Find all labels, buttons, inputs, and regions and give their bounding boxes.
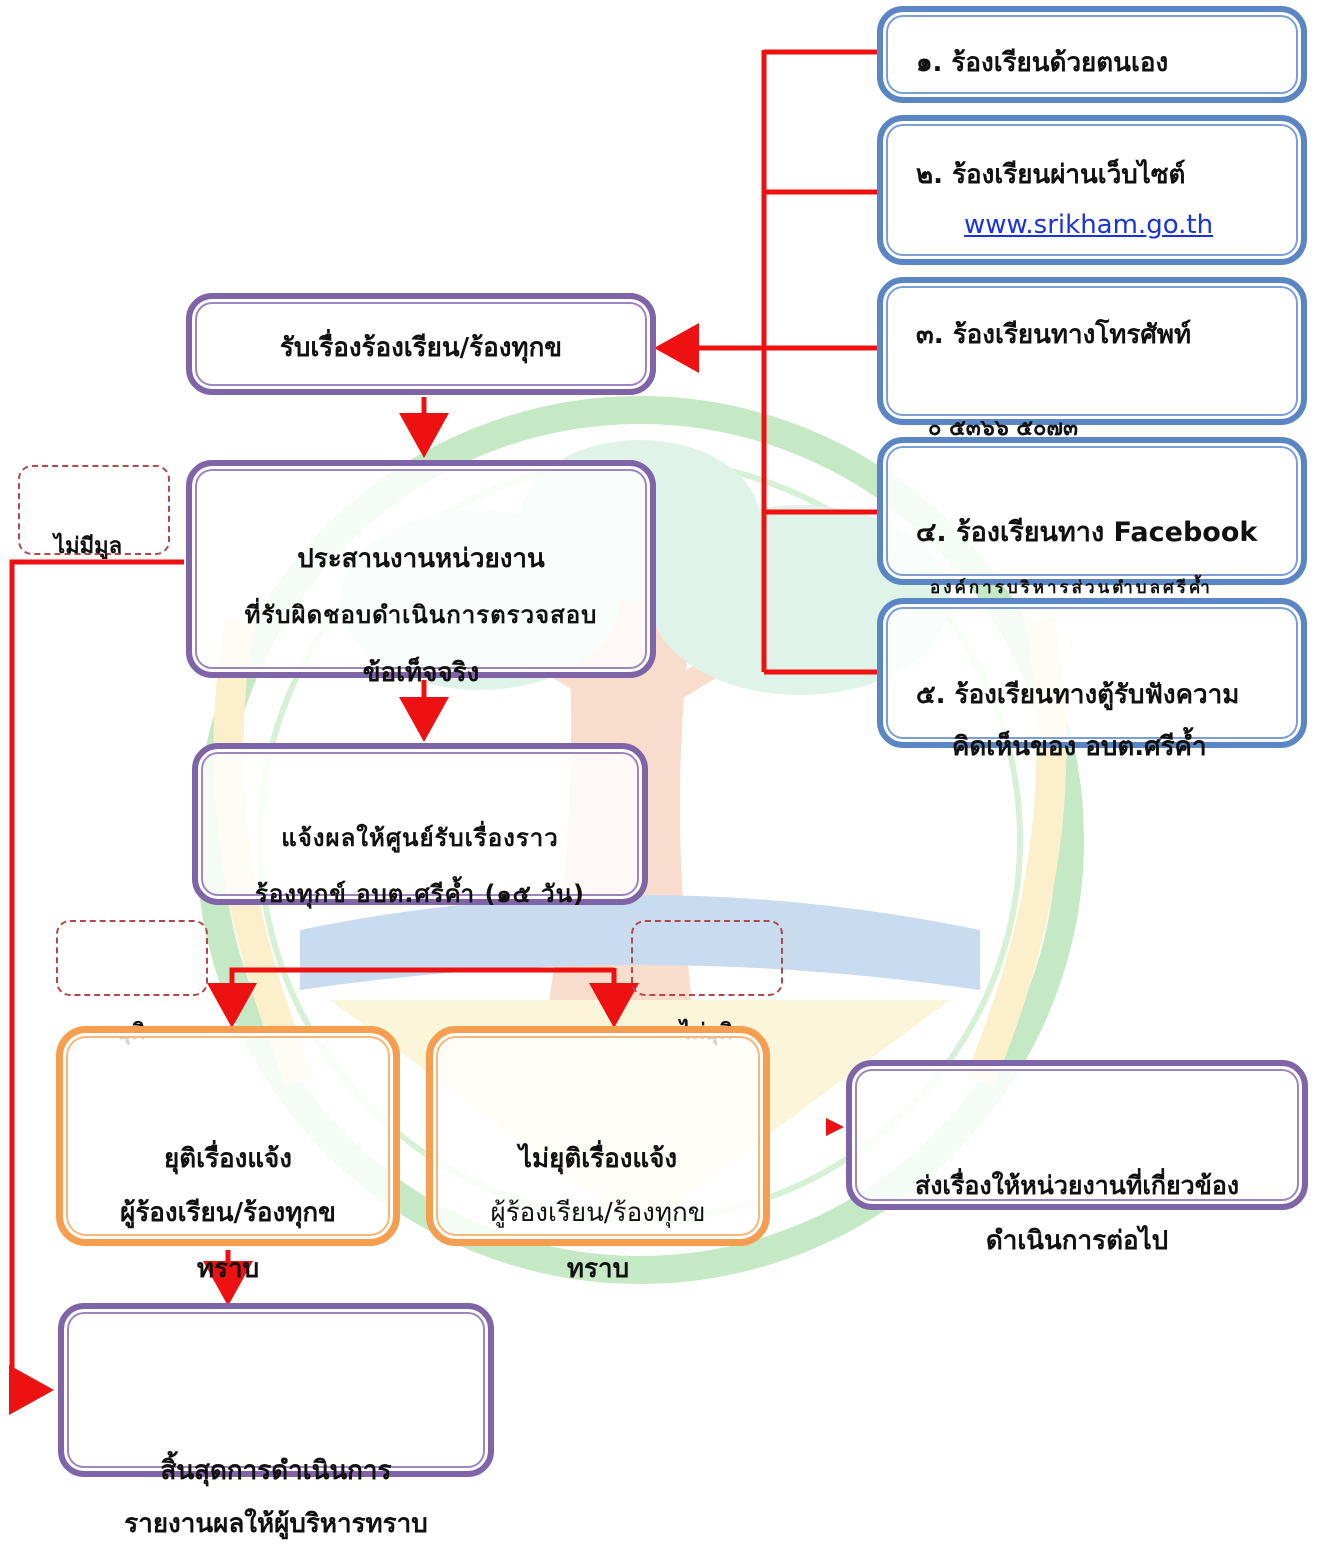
coordinate-box bbox=[186, 460, 656, 678]
notify-label-line1: แจ้งผลให้ศูนย์รับเรื่องราว bbox=[281, 824, 559, 852]
resolved-label-line2: ผู้ร้องเรียน/ร้องทุกข bbox=[120, 1198, 336, 1228]
channel-5-label-line1: ๕. ร้องเรียนทางตู้รับฟังความ bbox=[916, 680, 1240, 710]
ended-tag bbox=[56, 920, 208, 996]
channel-2-label: ๒. ร้องเรียนผ่านเว็บไซต์ bbox=[916, 160, 1186, 190]
resolved-box bbox=[56, 1026, 400, 1246]
no-basis-label: ไม่มีมูล bbox=[54, 534, 123, 559]
coordinate-label-line1: ประสานงานหน่วยงาน bbox=[297, 544, 545, 574]
channel-1-label: ๑. ร้องเรียนด้วยตนเอง bbox=[916, 48, 1169, 78]
not-ended-tag bbox=[631, 920, 783, 996]
end-label-line1: สิ้นสุดการดำเนินการ bbox=[160, 1456, 392, 1486]
unresolved-label-line1: ไม่ยุติเรื่องแจ้ง bbox=[518, 1144, 678, 1174]
channel-2-box bbox=[877, 115, 1307, 265]
facebook-page-name: องค์การบริหารส่วนตำบลศรีค้ำ bbox=[930, 578, 1213, 598]
notify-result-box bbox=[192, 743, 648, 905]
forward-label-line2: ดำเนินการต่อไป bbox=[985, 1226, 1169, 1256]
forward-arrowhead bbox=[826, 1118, 844, 1136]
channel-3-box bbox=[877, 277, 1307, 425]
resolved-label-line1: ยุติเรื่องแจ้ง bbox=[164, 1144, 292, 1174]
notify-label-line2: ร้องทุกข์ อบต.ศรีค้ำ (๑๕ วัน) bbox=[254, 880, 586, 908]
channel-4-label: ๔. ร้องเรียนทาง Facebook bbox=[916, 517, 1258, 548]
no-basis-tag bbox=[18, 465, 170, 555]
coordinate-label-line3: ข้อเท็จจริง bbox=[362, 658, 480, 688]
end-process-box bbox=[58, 1303, 494, 1477]
receive-complaint-label: รับเรื่องร้องเรียน/ร้องทุกข bbox=[279, 333, 563, 363]
channel-1-box bbox=[877, 6, 1307, 103]
end-label-line2: รายงานผลให้ผู้บริหารทราบ bbox=[124, 1509, 428, 1539]
coordinate-label-line2: ที่รับผิดชอบดำเนินการตรวจสอบ bbox=[244, 601, 598, 629]
channel-5-label-line2: คิดเห็นของ อบต.ศรีค้ำ bbox=[952, 732, 1207, 762]
receive-complaint-box bbox=[186, 293, 656, 395]
channel-5-box bbox=[877, 598, 1307, 748]
split-line bbox=[207, 967, 614, 1028]
forward-box bbox=[846, 1060, 1308, 1210]
unresolved-box bbox=[426, 1026, 770, 1246]
forward-label-line1: ส่งเรื่องให้หน่วยงานที่เกี่ยวข้อง bbox=[914, 1171, 1240, 1200]
unresolved-label-line3: ทราบ bbox=[566, 1254, 630, 1284]
phone-number: ๐ ๕๓๖๖ ๕๐๗๓ bbox=[928, 416, 1079, 441]
website-link[interactable]: www.srikham.go.th bbox=[964, 210, 1214, 240]
resolved-label-line3: ทราบ bbox=[196, 1254, 260, 1284]
channel-4-box bbox=[877, 437, 1307, 585]
no-basis-path bbox=[9, 559, 184, 1415]
unresolved-label-line2: ผู้ร้องเรียน/ร้องทุกข bbox=[490, 1198, 706, 1228]
channel-3-label: ๓. ร้องเรียนทางโทรศัพท์ bbox=[916, 320, 1192, 350]
